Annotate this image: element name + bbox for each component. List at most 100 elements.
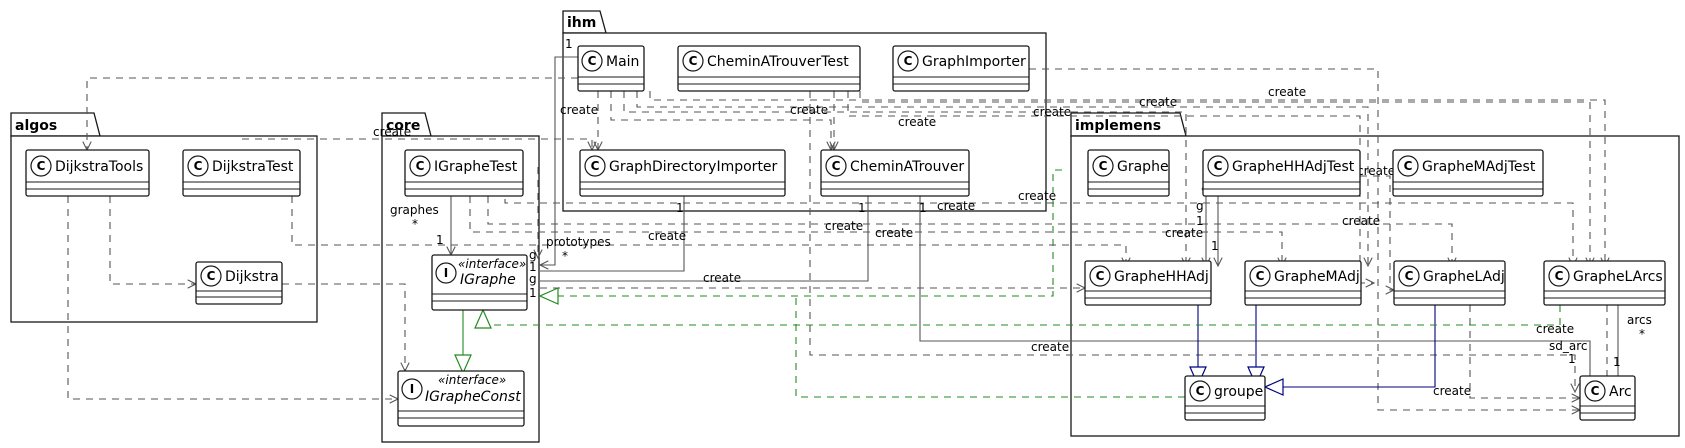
class-graphe-larcs[interactable]: C GrapheLArcs — [1543, 260, 1666, 306]
label-hh-g: g — [1196, 199, 1204, 213]
class-graphe[interactable]: C Graphe — [1087, 149, 1170, 197]
svg-text:C: C — [904, 54, 913, 68]
class-dijkstra-tools[interactable]: C DijkstraTools — [25, 149, 150, 197]
class-dijkstra-name: Dijkstra — [225, 269, 279, 285]
class-graphe-hhadj-test[interactable]: C GrapheHHAdjTest — [1202, 149, 1361, 197]
dep-main-madj — [636, 91, 1368, 266]
class-graphe-madj-test-name: GrapheMAdjTest — [1422, 159, 1536, 175]
package-ihm-title: ihm — [567, 15, 596, 31]
class-groupe-name: groupe — [1214, 384, 1263, 400]
class-dijkstra-test-name: DijkstraTest — [212, 159, 294, 175]
class-chemin-a-trouver-test[interactable]: C CheminATrouverTest — [677, 45, 861, 92]
class-graphe-hhadj-test-name: GrapheHHAdjTest — [1232, 159, 1355, 175]
package-algos-title: algos — [15, 118, 57, 134]
label-chemin-one-a: 1 — [858, 201, 866, 215]
class-groupe[interactable]: C groupe — [1184, 375, 1266, 421]
class-chemin-a-trouver-name: CheminATrouver — [850, 159, 964, 175]
svg-text:C: C — [1256, 269, 1265, 283]
svg-text:I: I — [444, 266, 448, 280]
label-create-19: create — [1433, 384, 1471, 398]
assoc-chemin-igraphe — [540, 180, 873, 282]
dep-hhadjtest-ladj — [1360, 175, 1394, 290]
svg-text:C: C — [1555, 269, 1564, 283]
label-create-6: create — [1139, 95, 1177, 109]
label-main-one: 1 — [565, 37, 573, 51]
label-create-17: create — [1031, 340, 1069, 354]
class-chemin-a-trouver[interactable]: C CheminATrouver — [820, 149, 970, 197]
class-graph-importer[interactable]: C GraphImporter — [892, 45, 1030, 92]
package-implemens-title: implemens — [1075, 118, 1161, 134]
svg-text:C: C — [1099, 159, 1108, 173]
label-sd-arc: sd_arc — [1549, 339, 1588, 353]
class-graph-importer-name: GraphImporter — [922, 54, 1026, 70]
dep-main-larcs — [649, 91, 1605, 266]
label-create-3: create — [790, 103, 828, 117]
svg-text:C: C — [1405, 269, 1414, 283]
label-gdi-one: 1 — [676, 201, 684, 215]
svg-text:C: C — [1096, 269, 1105, 283]
gen-ladj-groupe — [1265, 305, 1436, 387]
class-dijkstra[interactable]: C Dijkstra — [195, 261, 283, 305]
label-arcs-one: 1 — [1613, 355, 1621, 369]
dep-main-hhadj — [623, 91, 1186, 266]
label-graphes-one: 1 — [436, 233, 444, 247]
class-dijkstra-test[interactable]: C DijkstraTest — [182, 149, 301, 197]
interface-igraphe-const-stereotype: «interface» — [438, 373, 506, 387]
svg-text:C: C — [1214, 159, 1223, 173]
dep-dijkstra-igrapheconst — [282, 283, 405, 371]
label-one-b: 1 — [529, 286, 537, 300]
svg-text:C: C — [1591, 384, 1600, 398]
label-create-13: create — [648, 229, 686, 243]
class-graph-directory-importer-name: GraphDirectoryImporter — [609, 159, 778, 175]
label-g-1: g — [529, 248, 537, 262]
label-graphes-star: * — [412, 217, 418, 231]
class-graph-directory-importer[interactable]: C GraphDirectoryImporter — [579, 149, 786, 197]
svg-text:C: C — [1404, 159, 1413, 173]
svg-text:C: C — [832, 159, 841, 173]
label-graphes: graphes — [390, 203, 439, 217]
class-graphe-ladj[interactable]: C GrapheLAdj — [1393, 260, 1506, 306]
label-sd-arc-one: 1 — [1568, 352, 1576, 366]
label-create-10: create — [937, 199, 975, 213]
label-create-1: create — [373, 125, 411, 139]
svg-text:C: C — [207, 269, 216, 283]
class-main[interactable]: C Main — [577, 45, 645, 92]
label-arcs: arcs — [1627, 313, 1652, 327]
class-arc[interactable]: C Arc — [1579, 375, 1636, 421]
class-graphe-ladj-name: GrapheLAdj — [1423, 269, 1505, 285]
svg-text:C: C — [591, 159, 600, 173]
dep-cattest-arc — [809, 91, 1575, 392]
label-one-a: 1 — [529, 260, 537, 274]
interface-igraphe-const[interactable]: I «interface» IGrapheConst — [397, 370, 525, 427]
label-create-2: create — [560, 103, 598, 117]
assoc-gdi-igraphe — [540, 180, 689, 272]
package-core-title: core — [386, 118, 420, 134]
label-create-7: create — [1268, 85, 1306, 99]
label-create-5: create — [1033, 105, 1071, 119]
real-groupe-igraphe — [795, 296, 1185, 398]
class-dijkstra-tools-name: DijkstraTools — [55, 159, 143, 175]
class-graphe-madj-test[interactable]: C GrapheMAdjTest — [1392, 149, 1544, 197]
class-graphe-larcs-name: GrapheLArcs — [1573, 269, 1663, 285]
label-create-16: create — [703, 271, 741, 285]
class-graphe-hhadj-name: GrapheHHAdj — [1114, 269, 1209, 285]
dep-dijkstratools-igrapheconst — [67, 196, 398, 399]
class-main-name: Main — [606, 54, 639, 70]
dep-main-dijkstratools — [87, 77, 578, 150]
dep-graphimporter-arc — [1029, 68, 1580, 410]
class-igraphe-test[interactable]: C IGrapheTest — [404, 149, 524, 197]
label-create-18: create — [1536, 322, 1574, 336]
svg-text:C: C — [37, 159, 46, 173]
label-arcs-star: * — [1639, 327, 1645, 341]
dep-dijkstratools-dijkstra — [109, 196, 196, 284]
interface-igraphe-name: IGraphe — [460, 272, 516, 288]
class-graphe-madj[interactable]: C GrapheMAdj — [1244, 260, 1362, 306]
interface-igraphe[interactable]: I «interface» IGraphe — [431, 254, 528, 311]
class-graphe-madj-name: GrapheMAdj — [1274, 269, 1360, 285]
assoc-main-igraphe — [540, 57, 578, 265]
label-create-12: create — [875, 226, 913, 240]
label-create-8: create — [1357, 164, 1395, 178]
class-chemin-a-trouver-test-name: CheminATrouverTest — [707, 54, 849, 70]
class-graphe-hhadj[interactable]: C GrapheHHAdj — [1084, 260, 1212, 306]
